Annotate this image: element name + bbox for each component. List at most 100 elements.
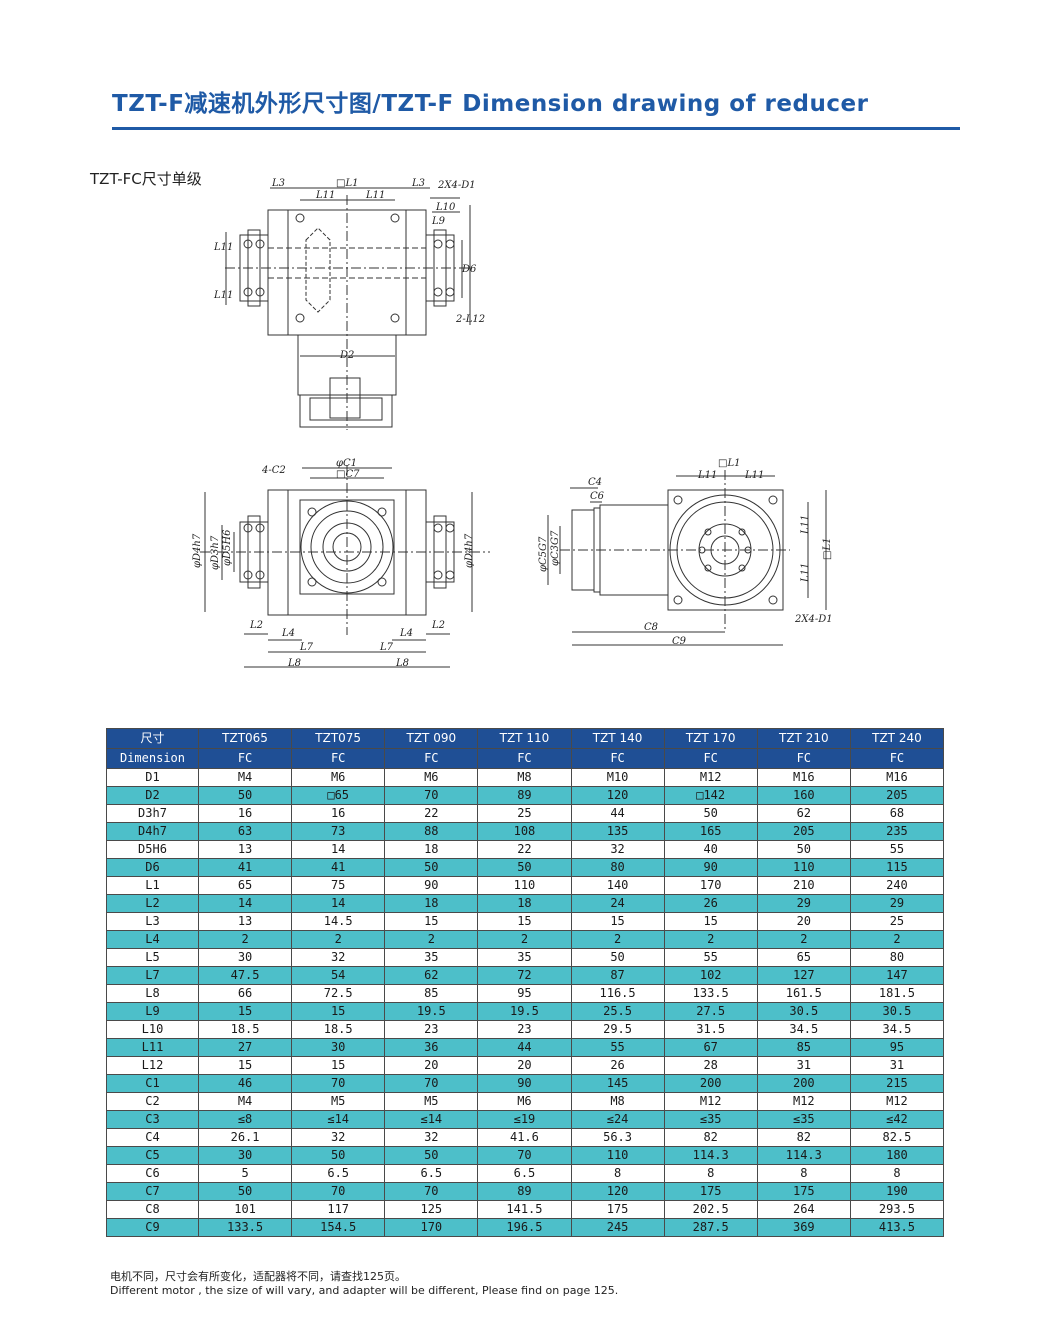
value-cell: 34.5 xyxy=(849,1020,945,1039)
value-cell: 18.5 xyxy=(291,1020,386,1039)
value-cell: ≤14 xyxy=(384,1110,479,1129)
value-cell: 145 xyxy=(570,1074,665,1093)
value-cell: M6 xyxy=(384,768,479,787)
value-cell: 2 xyxy=(663,930,758,949)
svg-text:C8: C8 xyxy=(644,622,658,633)
value-cell: M4 xyxy=(197,768,293,787)
value-cell: 135 xyxy=(570,822,665,841)
value-cell: 205 xyxy=(756,822,851,841)
value-cell: 82.5 xyxy=(849,1128,945,1147)
svg-text:φC5G7: φC5G7 xyxy=(538,536,549,572)
value-cell: 75 xyxy=(291,876,386,895)
value-cell: 18.5 xyxy=(197,1020,293,1039)
row-label-cell: L3 xyxy=(106,912,199,931)
svg-text:□L1: □L1 xyxy=(822,538,833,560)
value-cell: 110 xyxy=(756,858,851,877)
value-cell: 32 xyxy=(570,840,665,859)
value-cell: M16 xyxy=(756,768,851,787)
svg-text:L8: L8 xyxy=(287,658,301,669)
value-cell: 196.5 xyxy=(477,1218,572,1237)
value-cell: 27 xyxy=(197,1038,293,1057)
value-cell: 120 xyxy=(570,786,665,805)
header-cell: TZT 170 xyxy=(663,728,758,749)
value-cell: 8 xyxy=(756,1164,851,1183)
svg-text:□L1: □L1 xyxy=(336,178,358,189)
value-cell: 180 xyxy=(849,1146,945,1165)
svg-text:C9: C9 xyxy=(672,636,687,647)
value-cell: 133.5 xyxy=(663,984,758,1003)
header-cell: TZT075 xyxy=(291,728,386,749)
svg-text:L11: L11 xyxy=(800,563,811,583)
value-cell: 72.5 xyxy=(291,984,386,1003)
value-cell: 87 xyxy=(570,966,665,985)
row-label-cell: C4 xyxy=(106,1128,199,1147)
value-cell: 82 xyxy=(756,1128,851,1147)
value-cell: ≤8 xyxy=(197,1110,293,1129)
svg-text:φD3h7: φD3h7 xyxy=(210,535,221,570)
svg-text:φD4h7: φD4h7 xyxy=(192,533,203,568)
header-cell: FC xyxy=(291,748,386,769)
value-cell: 22 xyxy=(384,804,479,823)
value-cell: 14 xyxy=(197,894,293,913)
value-cell: 36 xyxy=(384,1038,479,1057)
value-cell: 114.3 xyxy=(756,1146,851,1165)
value-cell: 47.5 xyxy=(197,966,293,985)
header-cell: TZT065 xyxy=(197,728,293,749)
value-cell: 30 xyxy=(197,948,293,967)
footnote: 电机不同，尺寸会有所变化，适配器将不同，请查找125页。 Different m… xyxy=(110,1270,618,1298)
value-cell: M12 xyxy=(756,1092,851,1111)
side-view: C4 C6 L11 □L1 L11 φC5G7 φC3G7 L11 L11 □L… xyxy=(538,458,833,647)
value-cell: M8 xyxy=(570,1092,665,1111)
row-label-cell: L8 xyxy=(106,984,199,1003)
svg-text:D6: D6 xyxy=(461,264,477,275)
value-cell: 235 xyxy=(849,822,945,841)
value-cell: M12 xyxy=(663,768,758,787)
row-label-cell: C8 xyxy=(106,1200,199,1219)
value-cell: 72 xyxy=(477,966,572,985)
svg-text:L11: L11 xyxy=(213,290,233,301)
value-cell: 14 xyxy=(291,840,386,859)
footnote-english: Different motor , the size of will vary,… xyxy=(110,1284,619,1297)
header-cell: FC xyxy=(477,748,572,769)
svg-text:2X4-D1: 2X4-D1 xyxy=(794,614,833,625)
value-cell: 62 xyxy=(384,966,479,985)
value-cell: 147 xyxy=(849,966,945,985)
value-cell: 413.5 xyxy=(849,1218,945,1237)
value-cell: M4 xyxy=(197,1092,293,1111)
header-cell: FC xyxy=(384,748,479,769)
value-cell: 41.6 xyxy=(477,1128,572,1147)
svg-text:L11: L11 xyxy=(315,190,335,201)
row-label-cell: L12 xyxy=(106,1056,199,1075)
value-cell: 117 xyxy=(291,1200,386,1219)
row-label-cell: C9 xyxy=(106,1218,199,1237)
value-cell: 50 xyxy=(477,858,572,877)
value-cell: M5 xyxy=(291,1092,386,1111)
value-cell: M12 xyxy=(849,1092,945,1111)
value-cell: 13 xyxy=(197,912,293,931)
value-cell: 15 xyxy=(570,912,665,931)
row-label-cell: L2 xyxy=(106,894,199,913)
value-cell: 55 xyxy=(663,948,758,967)
value-cell: 200 xyxy=(756,1074,851,1093)
svg-text:L2: L2 xyxy=(431,620,445,631)
value-cell: 44 xyxy=(570,804,665,823)
value-cell: 6.5 xyxy=(477,1164,572,1183)
value-cell: 67 xyxy=(663,1038,758,1057)
value-cell: 240 xyxy=(849,876,945,895)
value-cell: 160 xyxy=(756,786,851,805)
value-cell: 8 xyxy=(663,1164,758,1183)
value-cell: 8 xyxy=(570,1164,665,1183)
value-cell: 26.1 xyxy=(197,1128,293,1147)
value-cell: 35 xyxy=(477,948,572,967)
svg-text:L11: L11 xyxy=(800,515,811,535)
value-cell: 31 xyxy=(756,1056,851,1075)
value-cell: 54 xyxy=(291,966,386,985)
value-cell: 215 xyxy=(849,1074,945,1093)
